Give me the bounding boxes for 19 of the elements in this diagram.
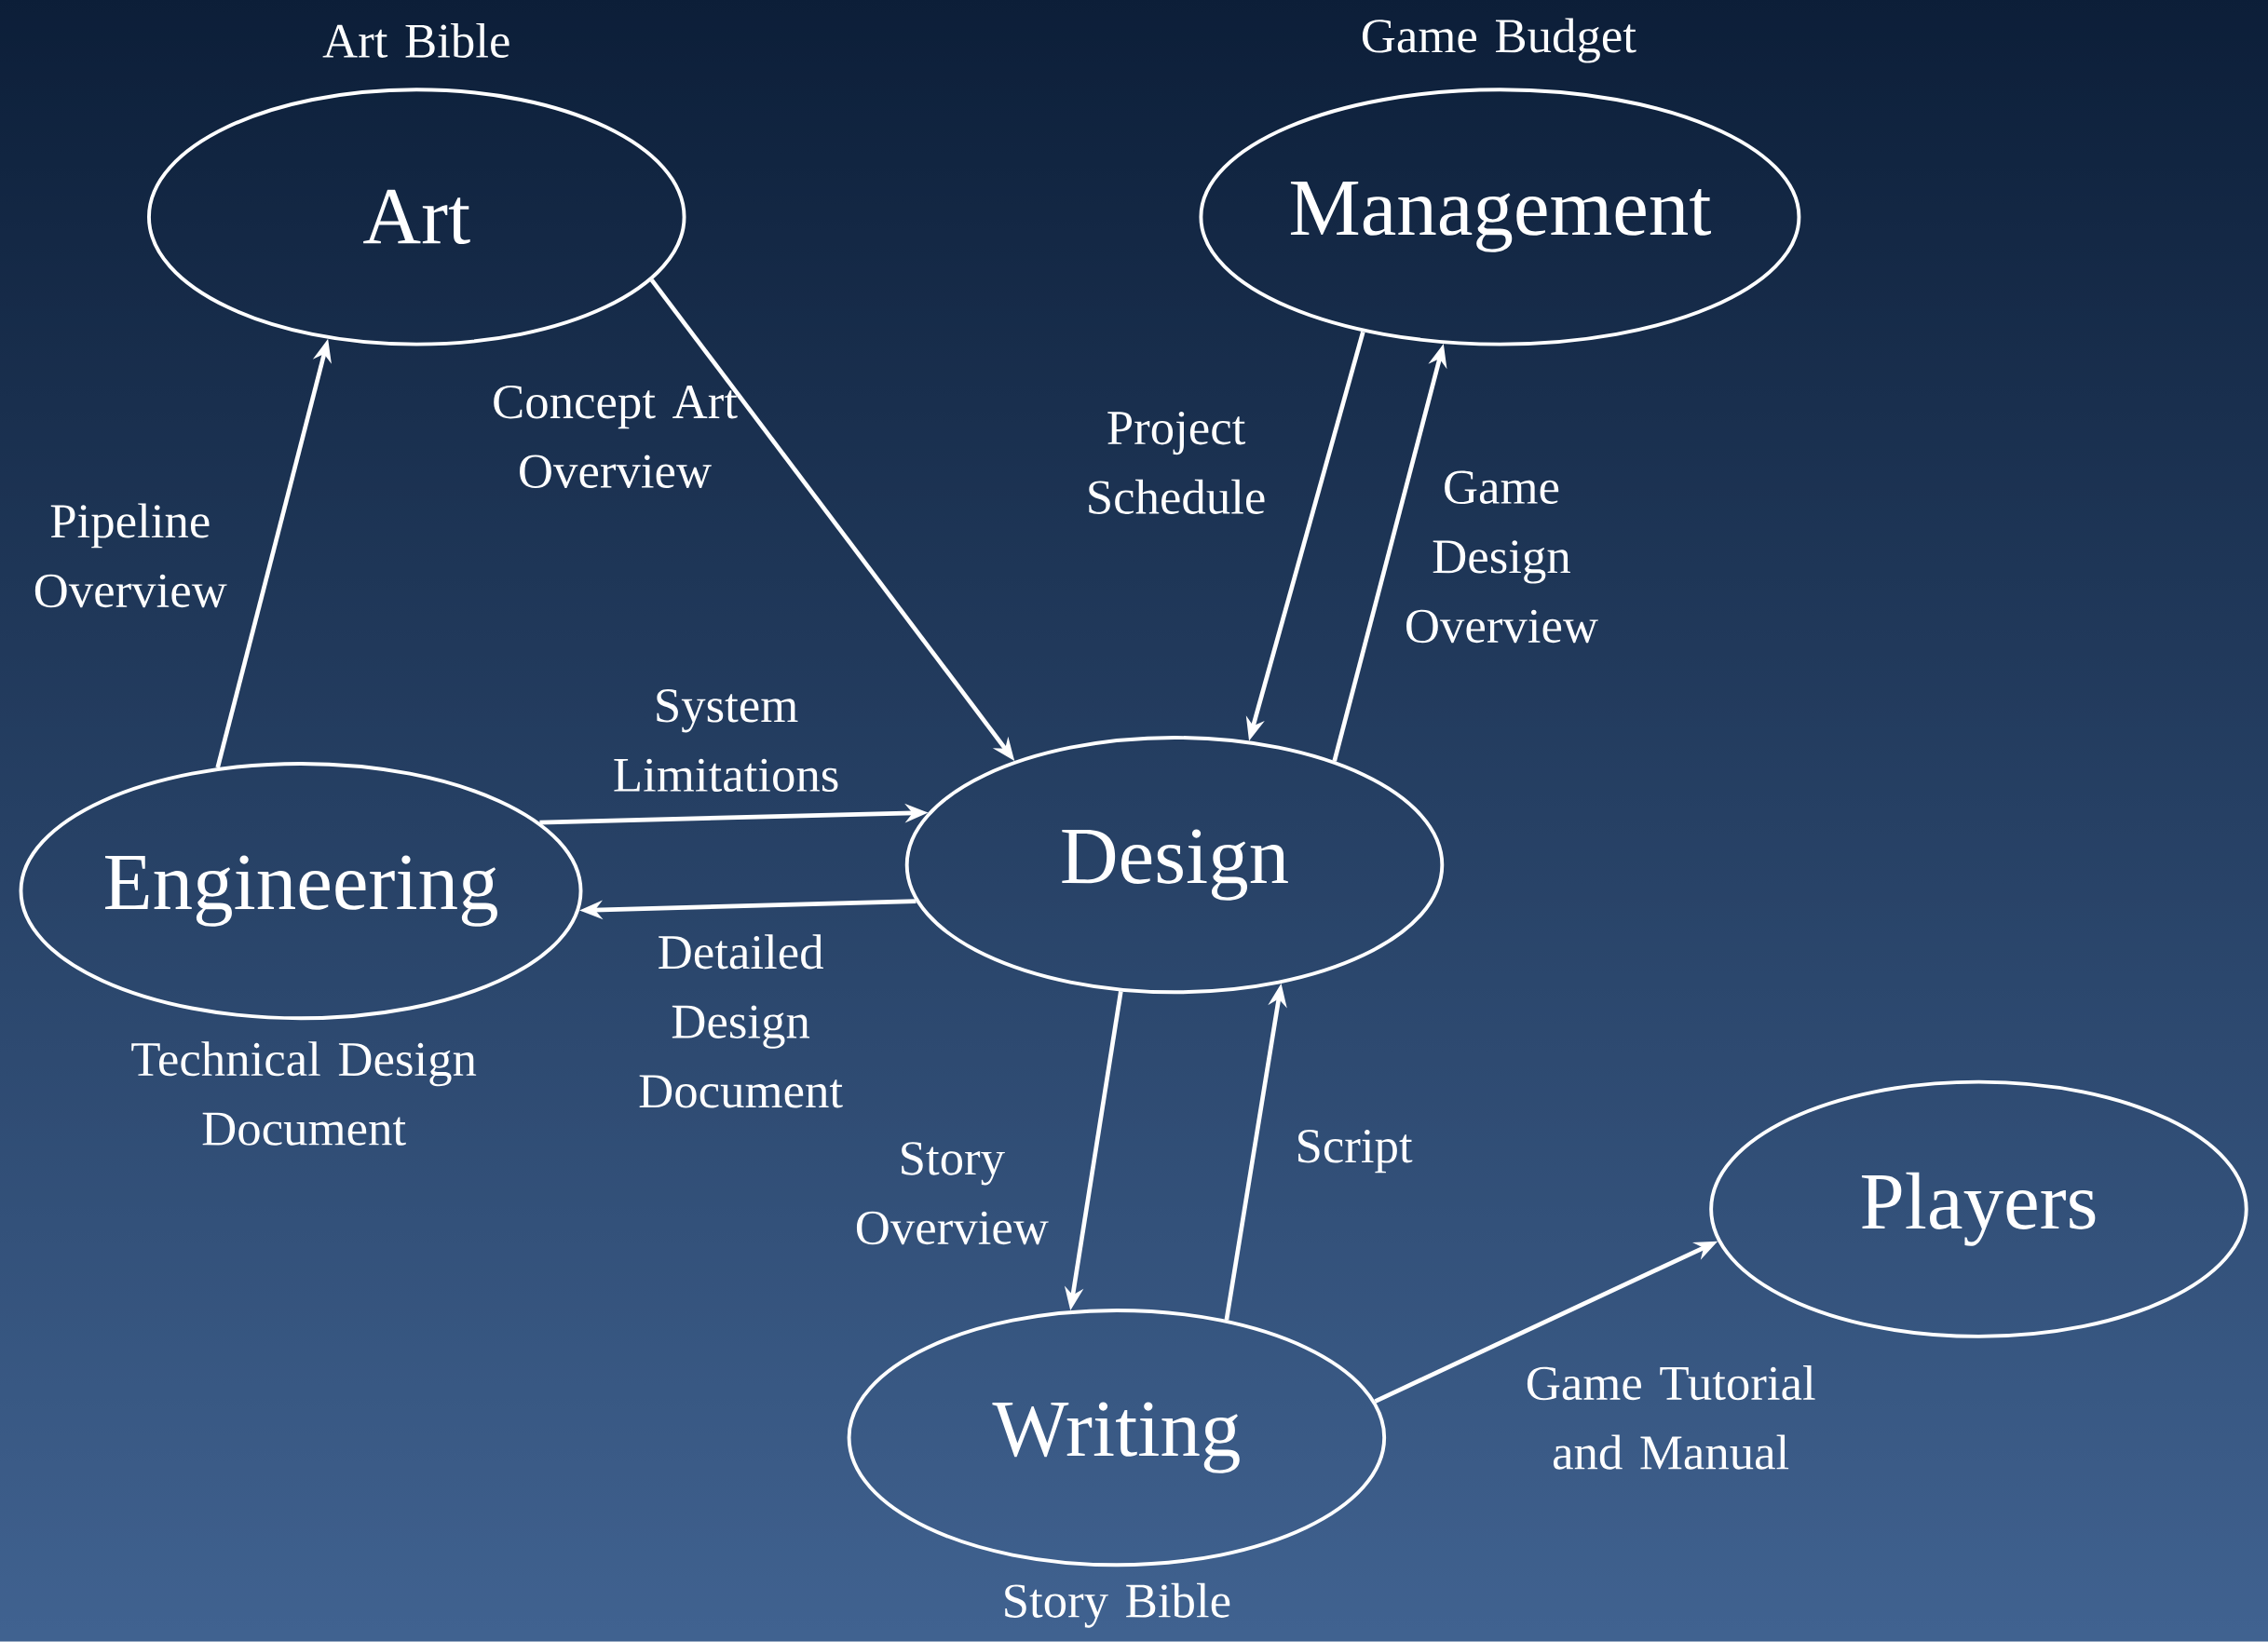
edge-label: Game Tutorial and Manual [1527,1365,1815,1470]
node-label: Game Budget [1362,18,1636,63]
edge-label: Game Design Overview [1406,470,1598,644]
edge-label: Detailed Design Document [639,934,843,1108]
edge-label: System Limitations [614,689,838,793]
ellipse-node: Design [904,736,1445,995]
ellipse-node: Players [1709,1079,2248,1339]
node-label: Art Bible [322,23,509,59]
ellipse-node: Writing [847,1309,1387,1567]
ellipse-node: Management [1199,88,1801,346]
edge-label: Script [1298,1130,1413,1174]
node-label: Technical Design Document [131,1041,477,1147]
edge-label: Project Schedule [1089,412,1265,515]
node-label: Story Bible [1005,1582,1230,1628]
edge-label: Pipeline Overview [34,503,227,608]
edge-label: Concept Art Overview [494,386,738,489]
ellipse-node: Art [147,88,686,346]
ellipse-node: Engineering [19,762,583,1021]
edge-label: Story Overview [856,1142,1049,1245]
